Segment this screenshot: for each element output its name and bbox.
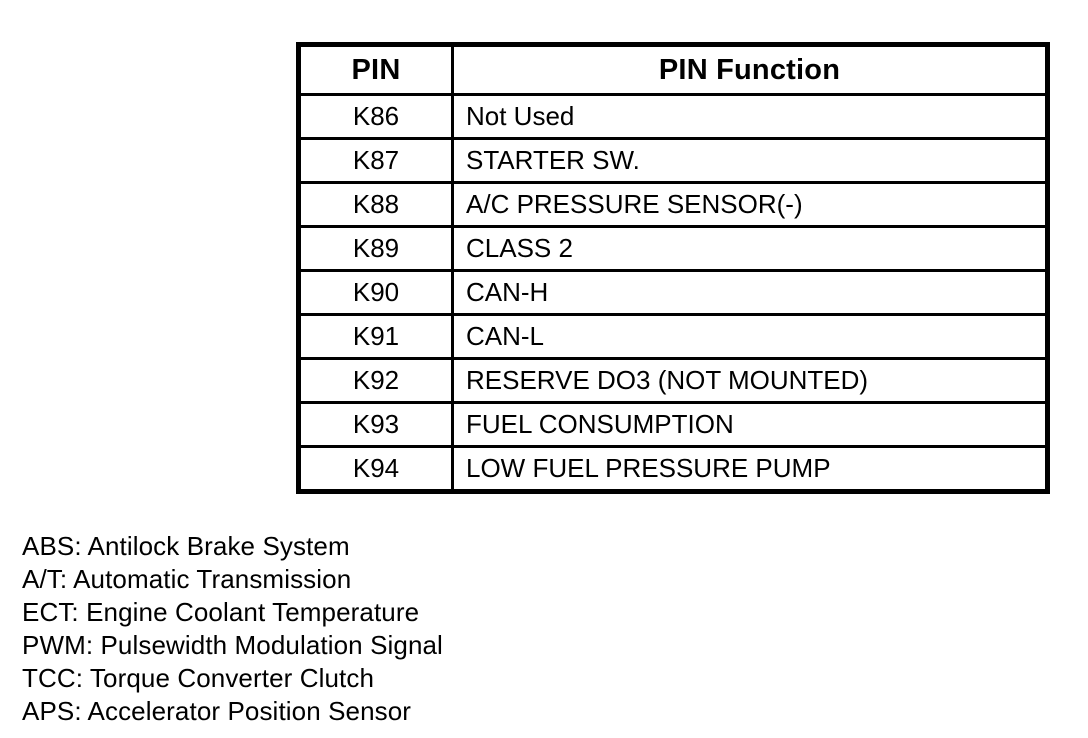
pin-cell: K91 bbox=[297, 313, 454, 360]
function-cell: FUEL CONSUMPTION bbox=[451, 401, 1049, 448]
legend-line-at: A/T: Automatic Transmission bbox=[22, 564, 352, 594]
pin-cell: K86 bbox=[297, 93, 454, 140]
table-header-row: PIN PIN Function bbox=[297, 43, 1049, 96]
function-cell: CLASS 2 bbox=[451, 225, 1049, 272]
table-row: K93 FUEL CONSUMPTION bbox=[297, 401, 1049, 448]
function-cell: Not Used bbox=[451, 93, 1049, 140]
function-cell: RESERVE DO3 (NOT MOUNTED) bbox=[451, 357, 1049, 404]
pin-cell: K90 bbox=[297, 269, 454, 316]
function-cell: LOW FUEL PRESSURE PUMP bbox=[451, 445, 1049, 493]
table-row: K87 STARTER SW. bbox=[297, 137, 1049, 184]
function-cell: CAN-H bbox=[451, 269, 1049, 316]
pin-cell: K89 bbox=[297, 225, 454, 272]
pin-function-table: PIN PIN Function K86 Not Used K87 STARTE… bbox=[296, 42, 1050, 494]
pin-column-header: PIN bbox=[297, 43, 454, 96]
legend-line-pwm: PWM: Pulsewidth Modulation Signal bbox=[22, 630, 443, 660]
pin-function-column-header: PIN Function bbox=[451, 43, 1049, 96]
legend-line-ect: ECT: Engine Coolant Temperature bbox=[22, 597, 420, 627]
table-row: K91 CAN-L bbox=[297, 313, 1049, 360]
table-row: K86 Not Used bbox=[297, 93, 1049, 140]
table-row: K88 A/C PRESSURE SENSOR(-) bbox=[297, 181, 1049, 228]
function-cell: A/C PRESSURE SENSOR(-) bbox=[451, 181, 1049, 228]
abbreviation-legend: ABS: Antilock Brake System A/T: Automati… bbox=[22, 530, 443, 728]
table-row: K92 RESERVE DO3 (NOT MOUNTED) bbox=[297, 357, 1049, 404]
pin-cell: K92 bbox=[297, 357, 454, 404]
function-cell: CAN-L bbox=[451, 313, 1049, 360]
legend-line-tcc: TCC: Torque Converter Clutch bbox=[22, 663, 375, 693]
pin-cell: K87 bbox=[297, 137, 454, 184]
pin-cell: K93 bbox=[297, 401, 454, 448]
pin-cell: K94 bbox=[297, 445, 454, 493]
table-row: K90 CAN-H bbox=[297, 269, 1049, 316]
table-row: K94 LOW FUEL PRESSURE PUMP bbox=[297, 445, 1049, 493]
table-row: K89 CLASS 2 bbox=[297, 225, 1049, 272]
pin-cell: K88 bbox=[297, 181, 454, 228]
function-cell: STARTER SW. bbox=[451, 137, 1049, 184]
legend-line-aps: APS: Accelerator Position Sensor bbox=[22, 696, 412, 726]
legend-line-abs: ABS: Antilock Brake System bbox=[22, 531, 350, 561]
